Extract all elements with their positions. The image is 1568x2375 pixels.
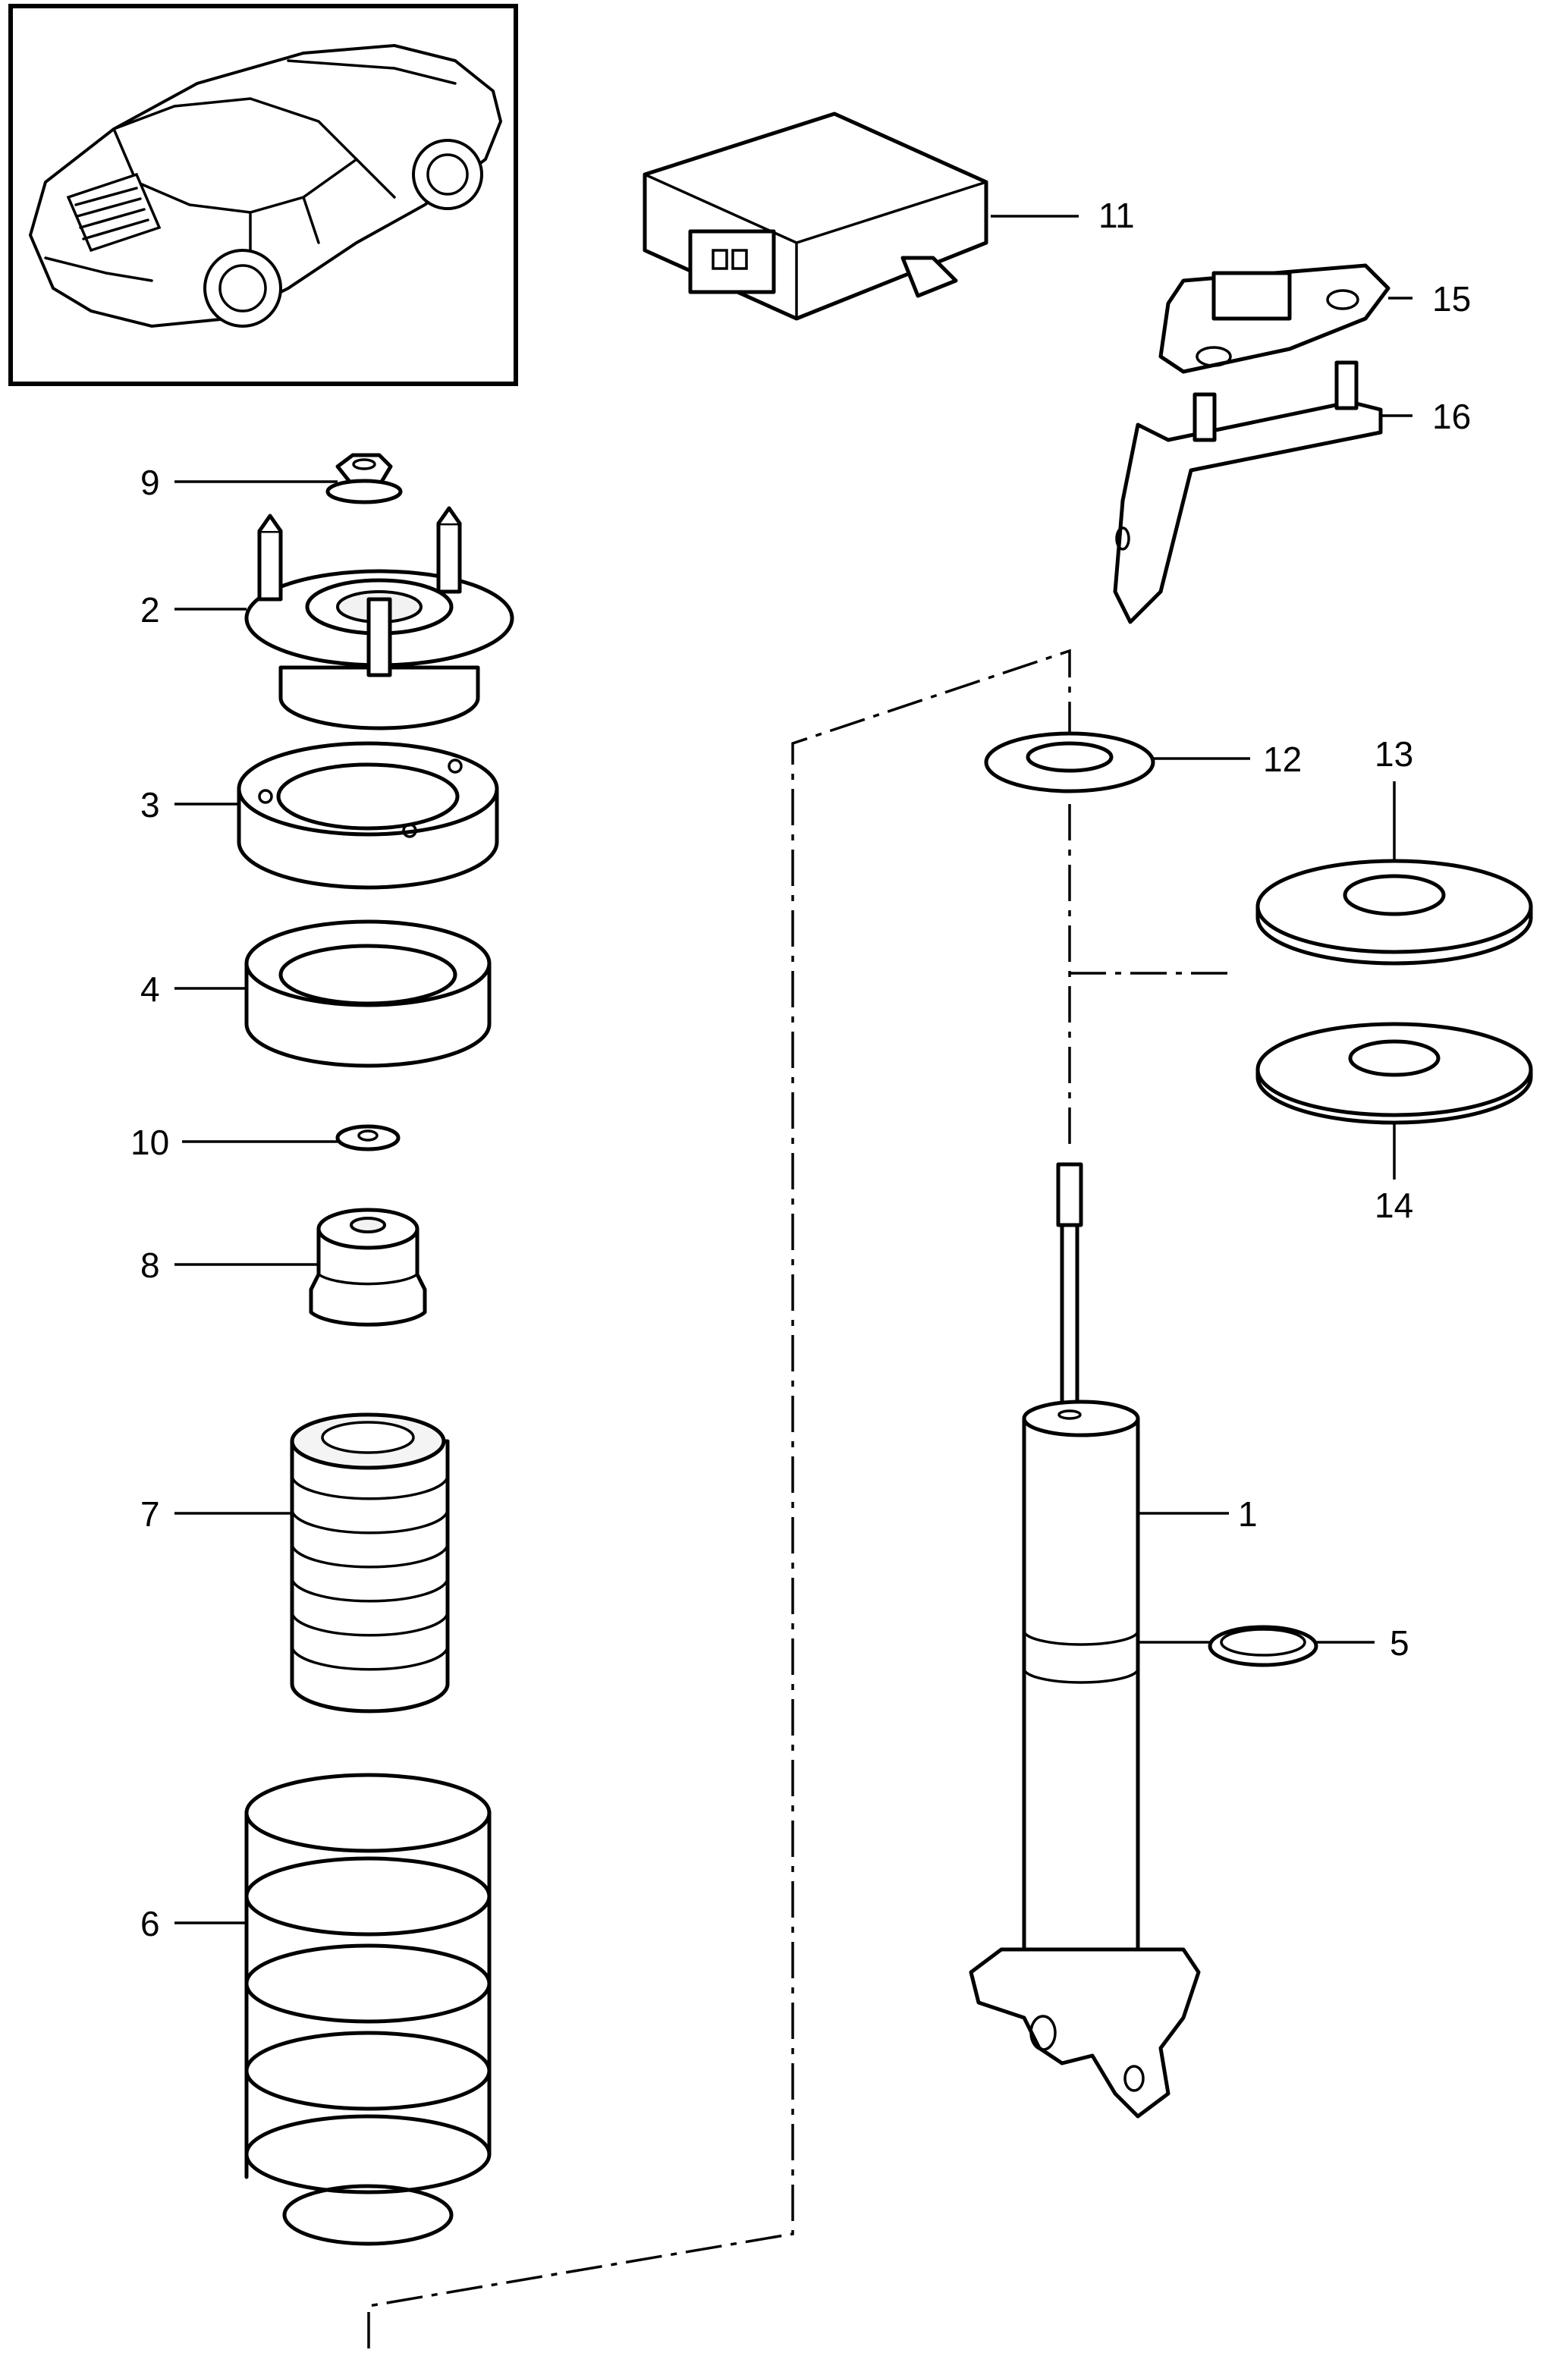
part-14-spring-plate: [1255, 1022, 1533, 1125]
vehicle-inset: [8, 4, 518, 386]
part-15-sensor: [1158, 263, 1390, 374]
leader-lines: [174, 215, 1412, 1924]
callout-1: 1: [1238, 1494, 1258, 1534]
part-8-bump-stop: [309, 1208, 427, 1327]
callout-2: 2: [140, 590, 160, 630]
callout-5: 5: [1390, 1623, 1409, 1663]
part-2-top-mount: [244, 506, 514, 730]
part-10-washer: [335, 1124, 401, 1151]
callout-16: 16: [1432, 397, 1471, 436]
callout-13: 13: [1375, 734, 1413, 774]
callout-7: 7: [140, 1494, 160, 1534]
callout-14: 14: [1375, 1186, 1413, 1225]
assembly-lines: [367, 649, 1229, 2348]
callout-15: 15: [1432, 279, 1471, 319]
part-9-nut: [325, 453, 403, 504]
callout-9: 9: [140, 463, 160, 502]
callout-labels: 11 15 16 9 2 3 4 10 8 7 6 12 13 14 1 5: [130, 196, 1471, 1943]
callout-12: 12: [1263, 740, 1302, 779]
part-1-shock-absorber: [969, 1162, 1201, 2119]
callout-8: 8: [140, 1246, 160, 1285]
callout-4: 4: [140, 969, 160, 1009]
callout-6: 6: [140, 1904, 160, 1943]
part-4-ring: [244, 919, 492, 1068]
callout-10: 10: [130, 1123, 169, 1162]
part-5-retaining-ring: [1208, 1625, 1318, 1667]
part-11-control-unit: [643, 112, 988, 321]
callout-11: 11: [1098, 196, 1135, 235]
part-12-washer: [984, 731, 1155, 793]
callout-3: 3: [140, 785, 160, 825]
part-13-spring-plate: [1255, 859, 1533, 966]
part-3-spacer-ring: [237, 741, 499, 890]
car-illustration: [28, 43, 503, 328]
part-6-coil-spring: [244, 1773, 492, 2246]
part-16-bracket: [1113, 360, 1383, 624]
part-7-bellows: [290, 1412, 450, 1714]
